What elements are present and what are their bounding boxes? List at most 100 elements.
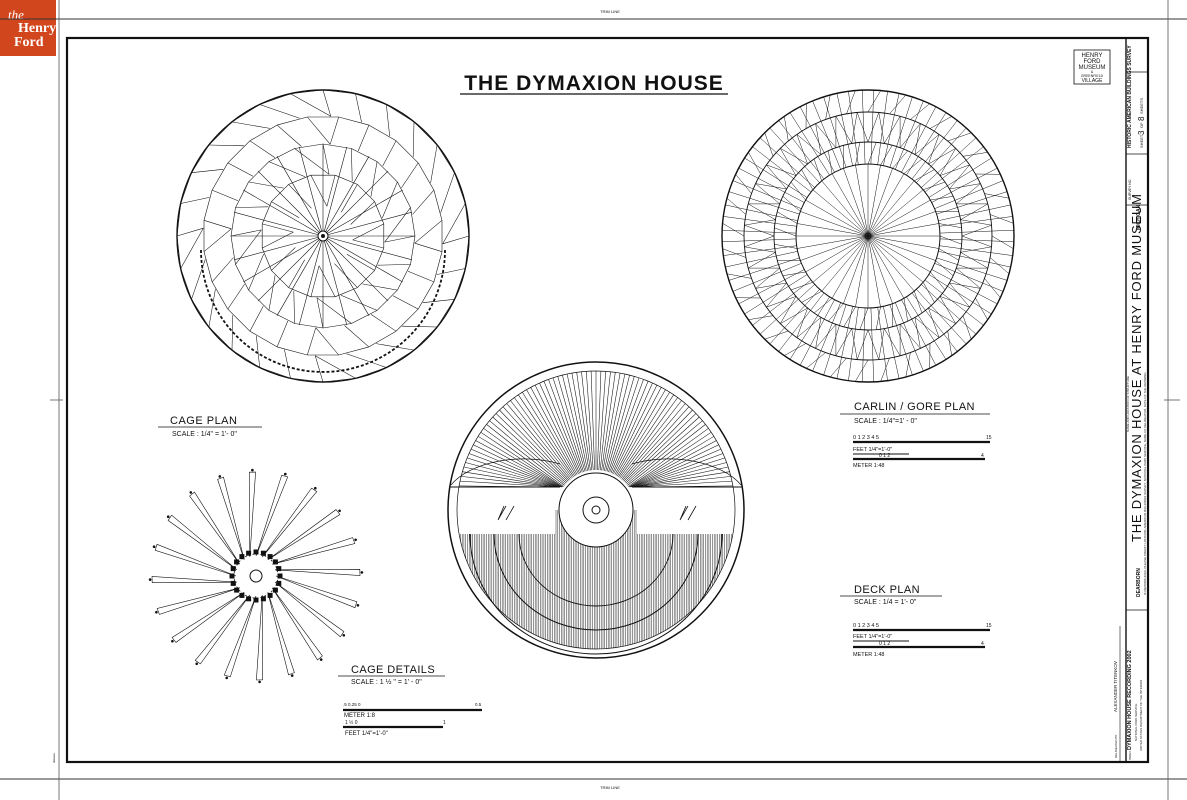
cage-plan-chord (395, 308, 419, 332)
cage-detail-rod-tip (360, 571, 364, 574)
trim-label-side: ddeeee (52, 753, 56, 763)
cage-plan-strut (355, 93, 362, 123)
henry-ford-logo[interactable]: the Henry Ford (0, 0, 56, 56)
gore-plan-spoke (831, 235, 869, 299)
gore-plan-carlin (848, 91, 859, 165)
deck-plan-center-well (558, 472, 634, 548)
cage-plan-drawing[interactable] (176, 89, 470, 383)
gore-plan-carlin (883, 93, 900, 166)
cage-plan-strut (268, 161, 306, 177)
carlin-gore-plan-drawing[interactable] (721, 89, 1015, 383)
cage-plan-chord (386, 104, 415, 123)
gore-plan-spoke (867, 180, 915, 237)
gore-plan-brace (875, 306, 881, 330)
cage-details-title: CAGE DETAILS (351, 664, 435, 676)
cage-plan-spoke (322, 235, 403, 283)
gore-plan-truss (960, 219, 993, 237)
gore-plan-brace (790, 282, 813, 291)
gore-plan-truss (754, 267, 787, 289)
museum-logo-line-6: VILLAGE (1082, 78, 1104, 84)
cage-plan-strut (288, 259, 305, 288)
cage-details-drawing[interactable] (148, 468, 364, 684)
deck-plan-drawing[interactable] (447, 361, 745, 659)
cage-plan-chord (290, 89, 324, 94)
cage-plan-strut (230, 229, 262, 237)
cage-plan-chord (334, 174, 358, 185)
cage-plan-chord (203, 190, 213, 221)
cage-plan-strut (440, 172, 455, 213)
deck-plan-upper-plank (616, 391, 670, 477)
cage-detail-joint (260, 550, 266, 556)
gore-plan-truss (914, 307, 940, 339)
gore-plan-spoke (867, 189, 924, 237)
cage-plan-strut (350, 201, 375, 225)
gore-plan-truss (815, 317, 837, 350)
gore-plan-carlin (939, 245, 1013, 256)
deck-plan-upper-plank (621, 403, 686, 480)
cage-plan-strut (442, 203, 466, 244)
cage-plan-chord (374, 247, 385, 271)
deck-plan-upper-plank (467, 457, 559, 488)
cage-plan-chord (357, 270, 375, 288)
cage-detail-joint (234, 587, 240, 593)
cage-plan-strut (310, 265, 320, 297)
gore-plan-truss (754, 183, 787, 205)
deck-plan-upper-plank (601, 372, 616, 471)
gore-plan-carlin (901, 106, 937, 173)
cage-plan-heavy-ring (200, 249, 446, 373)
deck-plan-upper-plank (602, 373, 621, 471)
cage-plan-chord (357, 184, 375, 202)
sheet-number: 3 (1137, 130, 1146, 135)
cage-plan-strut (362, 283, 398, 291)
gore-plan-brace (939, 235, 962, 245)
deck-plan-upper-plank (552, 377, 584, 473)
gore-plan-carlin (732, 180, 802, 209)
cage-detail-rod-tip (171, 639, 174, 643)
cage-plan-spoke (243, 189, 324, 237)
deck-meter-end: 4 (981, 641, 984, 647)
sheets-label: SHEETS (1139, 98, 1144, 114)
cage-detail-rod-tip (152, 545, 156, 548)
cage-plan-strut (259, 104, 300, 119)
cage-plan-strut (208, 289, 216, 328)
cage-plan-chord (290, 378, 324, 383)
gore-plan-carlin (769, 127, 820, 183)
cage-plan-strut (293, 290, 295, 324)
gore-plan-spoke (867, 235, 915, 292)
gore-plan-carlin (924, 146, 984, 193)
logo-the: the (8, 7, 24, 22)
index-label: INDEX (1128, 751, 1132, 760)
gore-plan-brace (784, 116, 789, 142)
gore-plan-truss (960, 235, 993, 253)
deck-plan-upper-plank (622, 406, 690, 481)
cage-plan-strut (307, 116, 331, 145)
gore-plan-carlin (744, 274, 808, 315)
deck-plan-stair-right (679, 505, 697, 521)
cage-plan-spoke (322, 235, 348, 325)
cage-plan-strut (351, 148, 353, 182)
gore-plan-carlin (895, 100, 924, 170)
cage-plan-strut (386, 104, 390, 137)
deck-plan-upper-plank (634, 476, 731, 488)
gore-plan-carlin (732, 263, 802, 292)
gore-plan-truss (743, 235, 776, 253)
cage-plan-chord (227, 308, 251, 332)
deck-plan-arc-left (450, 458, 561, 486)
gore-plan-carlin (928, 274, 992, 315)
cage-plan-strut (191, 169, 224, 173)
nps-label: NATIONAL PARK SERVICE (1134, 704, 1138, 741)
gore-plan-truss (796, 307, 822, 339)
deck-plan-upper-plank (618, 394, 674, 477)
deck-plan-upper-plank (506, 403, 571, 480)
gore-plan-carlin (895, 302, 924, 372)
deck-plan-upper-plank (629, 432, 712, 488)
deck-plan-upper-plank (566, 373, 588, 471)
cage-plan-strut (340, 295, 378, 311)
gore-plan-scale-bars: 0 1 2 3 4 5 15 FEET 1/4"=1'-0" 0 1 2 4 M… (853, 435, 992, 469)
gore-plan-brace (867, 90, 881, 113)
gore-plan-spoke (867, 168, 893, 237)
gore-plan-outer-circle (721, 89, 1015, 383)
gore-plan-carlin (738, 167, 805, 203)
cage-plan-strut (377, 264, 411, 266)
